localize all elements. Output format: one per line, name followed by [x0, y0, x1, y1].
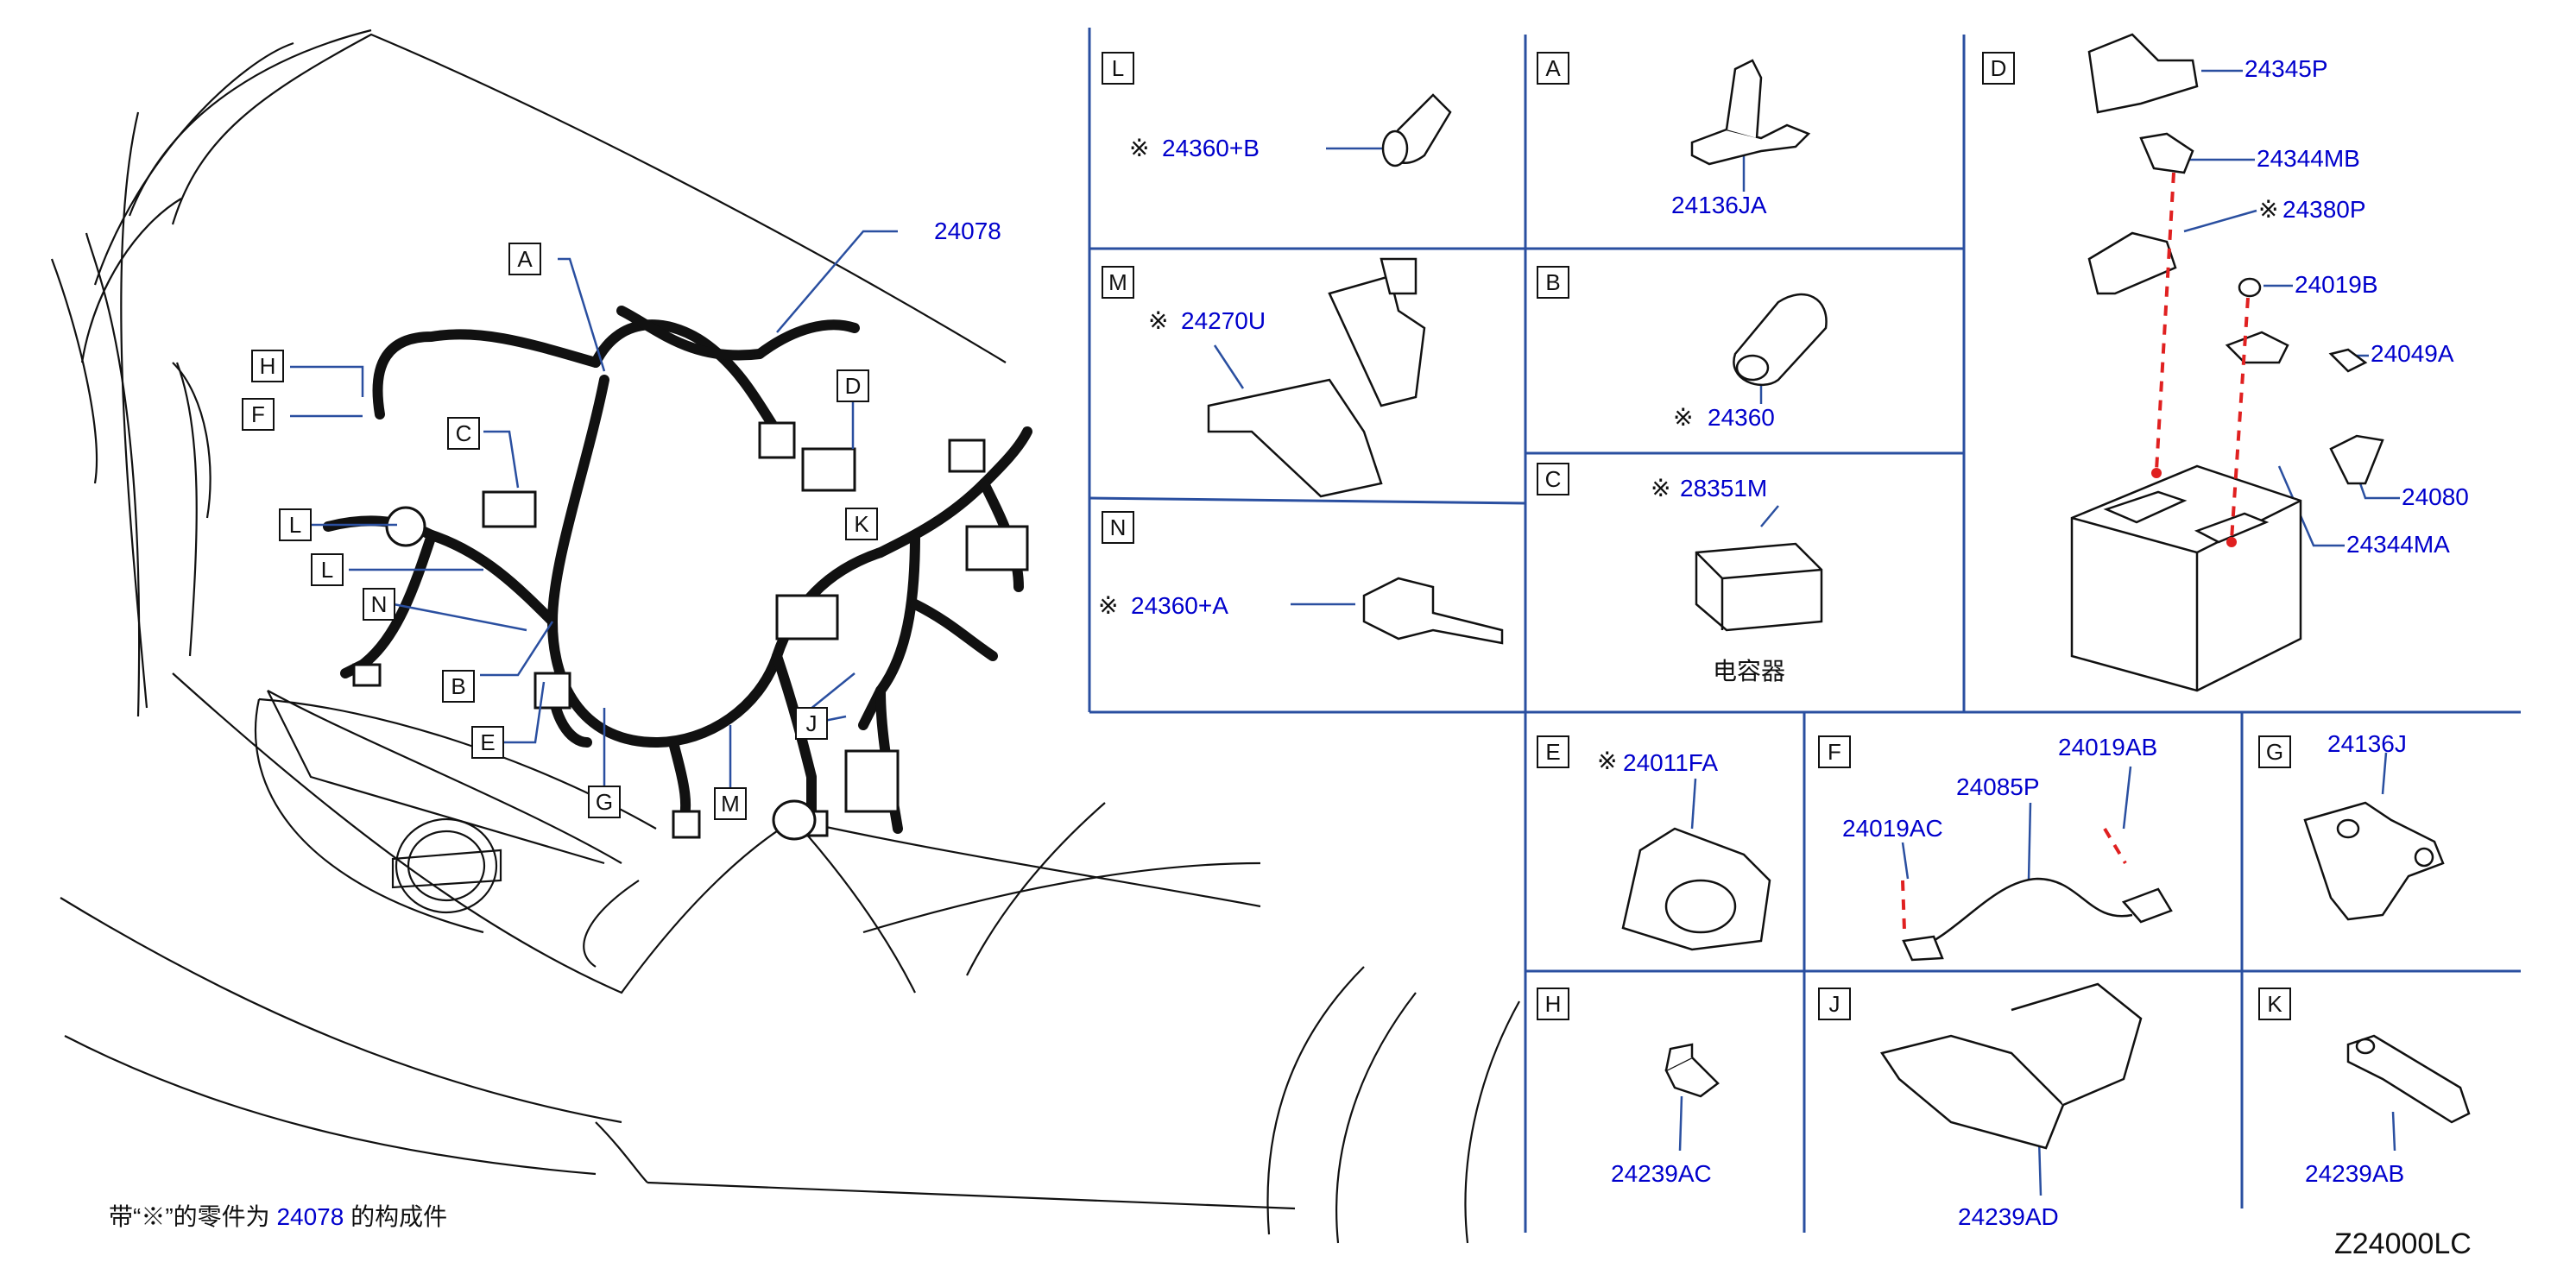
- callout-d[interactable]: D: [837, 369, 869, 402]
- callout-g[interactable]: G: [588, 786, 621, 818]
- callout-c[interactable]: C: [447, 417, 480, 450]
- panel-e-mark: ※: [1597, 748, 1618, 774]
- part-24239ab[interactable]: 24239AB: [2305, 1160, 2405, 1187]
- part-24019ab[interactable]: 24019AB: [2058, 734, 2158, 760]
- panel-e-letter: E: [1537, 735, 1569, 768]
- panel-c-caption: 电容器: [1713, 658, 1786, 685]
- part-24019ac[interactable]: 24019AC: [1842, 815, 1943, 842]
- note-ref[interactable]: 24078: [276, 1203, 344, 1230]
- part-24360a[interactable]: 24360+A: [1131, 592, 1228, 619]
- part-24136j[interactable]: 24136J: [2327, 730, 2407, 757]
- footer-note: 带“※”的零件为 24078 的构成件: [109, 1198, 447, 1233]
- panel-c-letter: C: [1537, 463, 1569, 495]
- panel-b-letter: B: [1537, 266, 1569, 299]
- note-middle: ”的零件为: [165, 1203, 270, 1230]
- panel-l-letter: L: [1102, 52, 1134, 85]
- part-24019b[interactable]: 24019B: [2295, 271, 2378, 298]
- panel-h-letter: H: [1537, 988, 1569, 1020]
- part-24360b[interactable]: 24360+B: [1162, 135, 1260, 161]
- callout-a[interactable]: A: [508, 243, 541, 275]
- panel-g-letter: G: [2258, 735, 2291, 768]
- panel-m-mark: ※: [1148, 307, 1169, 334]
- panel-d-letter: D: [1982, 52, 2015, 85]
- panel-b-mark: ※: [1673, 404, 1694, 431]
- part-24345p[interactable]: 24345P: [2245, 55, 2328, 82]
- part-24239ac[interactable]: 24239AC: [1611, 1160, 1712, 1187]
- diagram-code: Z24000LC: [2334, 1227, 2472, 1260]
- part-24360[interactable]: 24360: [1708, 404, 1775, 431]
- panel-m-letter: M: [1102, 266, 1134, 299]
- panel-n-letter: N: [1102, 511, 1134, 544]
- panel-n-mark: ※: [1098, 592, 1119, 619]
- part-24344mb[interactable]: 24344MB: [2257, 145, 2360, 172]
- part-24011fa[interactable]: 24011FA: [1623, 749, 1719, 776]
- callout-f[interactable]: F: [242, 398, 275, 431]
- callout-b[interactable]: B: [442, 670, 475, 703]
- callout-h[interactable]: H: [251, 350, 284, 382]
- panel-c-mark: ※: [1651, 475, 1671, 502]
- callout-e[interactable]: E: [471, 726, 504, 759]
- panel-k-letter: K: [2258, 988, 2291, 1020]
- panel-d-mark: ※: [2258, 196, 2279, 223]
- part-24344ma[interactable]: 24344MA: [2346, 531, 2450, 558]
- callout-n[interactable]: N: [363, 588, 395, 621]
- part-24136ja[interactable]: 24136JA: [1671, 192, 1767, 218]
- panel-j-letter: J: [1818, 988, 1851, 1020]
- part-24049a[interactable]: 24049A: [2371, 340, 2454, 367]
- note-mark: ※: [141, 1203, 166, 1230]
- part-24270u[interactable]: 24270U: [1181, 307, 1266, 334]
- panel-l-mark: ※: [1129, 135, 1150, 161]
- part-24080[interactable]: 24080: [2402, 483, 2469, 510]
- callout-m[interactable]: M: [714, 787, 747, 820]
- note-suffix: 的构成件: [350, 1203, 448, 1230]
- callout-l-lower[interactable]: L: [311, 553, 344, 586]
- part-24380p[interactable]: 24380P: [2282, 196, 2366, 223]
- callout-k[interactable]: K: [845, 508, 878, 540]
- panel-f-letter: F: [1818, 735, 1851, 768]
- main-part-label[interactable]: 24078: [934, 218, 1001, 244]
- part-24085p[interactable]: 24085P: [1956, 773, 2040, 800]
- callout-j[interactable]: J: [795, 707, 828, 740]
- panel-a-letter: A: [1537, 52, 1569, 85]
- note-prefix: 带“: [109, 1203, 142, 1230]
- callout-l-upper[interactable]: L: [279, 508, 312, 541]
- part-24239ad[interactable]: 24239AD: [1958, 1203, 2059, 1230]
- part-28351m[interactable]: 28351M: [1680, 475, 1768, 502]
